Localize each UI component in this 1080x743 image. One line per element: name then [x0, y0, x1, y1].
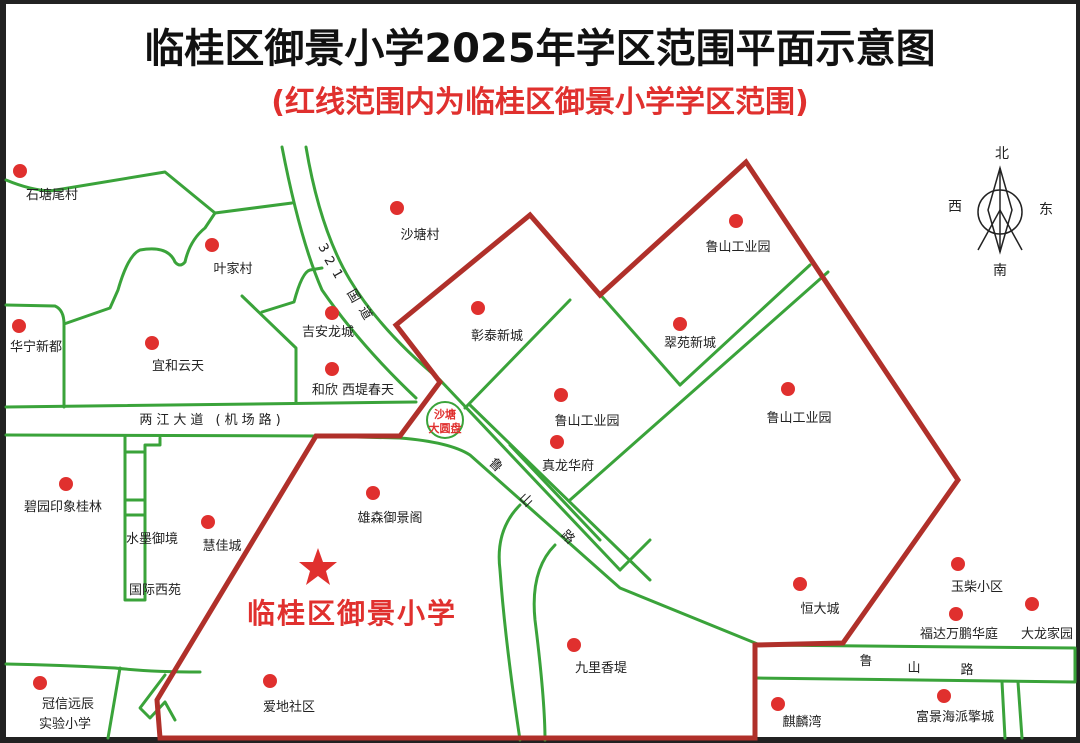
place-marker [550, 435, 564, 449]
place-marker [771, 697, 785, 711]
place-marker [1025, 597, 1039, 611]
place-marker [325, 362, 339, 376]
place-marker [325, 306, 339, 320]
place-markers [12, 164, 1039, 711]
road-label-lushan-char: 山 [907, 661, 920, 676]
place-label: 水墨御境 [126, 532, 178, 547]
place-label: 实验小学 [39, 716, 91, 732]
place-label: 鲁山工业园 [766, 411, 831, 426]
place-label: 福达万鹏华庭 [920, 626, 998, 642]
place-label: 华宁新都 [10, 339, 62, 355]
place-marker [729, 214, 743, 228]
road-label-lushan-char: 路 [558, 527, 579, 548]
road-label-321-char: 2 [320, 254, 337, 269]
place-label: 彰泰新城 [471, 328, 523, 344]
roundabout-label-2: 大圆盘 [429, 421, 462, 435]
place-label: 九里香堤 [575, 661, 627, 676]
place-label: 恒大城 [800, 602, 839, 617]
place-marker [781, 382, 795, 396]
place-label: 叶家村 [213, 261, 252, 277]
compass-south: 南 [993, 263, 1007, 279]
star-icon [299, 548, 337, 585]
road-network [4, 145, 1077, 742]
place-marker [366, 486, 380, 500]
place-marker [951, 557, 965, 571]
school-label: 临桂区御景小学 [247, 597, 457, 630]
place-marker [471, 301, 485, 315]
place-label: 宜和云天 [152, 359, 204, 374]
place-label: 碧园印象桂林 [24, 500, 102, 515]
place-marker [263, 674, 277, 688]
place-label: 冠信远辰 [42, 697, 94, 712]
place-label: 翠苑新城 [664, 335, 716, 351]
roundabout-label-1: 沙塘 [434, 407, 456, 421]
place-label: 麒麟湾 [782, 714, 821, 730]
place-label: 和欣 西堤春天 [312, 383, 394, 398]
compass-north: 北 [995, 146, 1009, 162]
place-label: 吉安龙城 [302, 325, 354, 340]
place-marker [949, 607, 963, 621]
map-title: 临桂区御景小学2025年学区范围平面示意图 [144, 26, 935, 72]
roundabout: 沙塘 大圆盘 [426, 401, 464, 439]
road-label-liangjiang: 两江大道 (机场路) [139, 412, 284, 428]
place-label: 鲁山工业园 [705, 240, 770, 255]
place-marker [673, 317, 687, 331]
road-label-321-char: 道 [355, 304, 374, 323]
place-label: 沙塘村 [400, 227, 439, 243]
road-label-lushan-char: 鲁 [859, 654, 872, 669]
map-subtitle: (红线范围内为临桂区御景小学学区范围) [271, 85, 808, 120]
place-marker [59, 477, 73, 491]
road-label-321-char: 3 [314, 241, 331, 256]
school-marker: 临桂区御景小学 [247, 548, 457, 630]
place-marker [390, 201, 404, 215]
place-label: 富景海派擎城 [916, 709, 994, 725]
place-label: 石塘尾村 [26, 187, 78, 203]
school-district-boundary [154, 158, 962, 741]
place-label: 鲁山工业园 [554, 414, 619, 429]
compass-east: 东 [1039, 202, 1053, 218]
place-labels: 石塘尾村 沙塘村 叶家村 华宁新都 宜和云天 吉安龙城 和欣 西堤春天 彰泰新城… [10, 187, 1073, 732]
place-marker [793, 577, 807, 591]
place-label: 大龙家园 [1021, 626, 1073, 642]
place-marker [567, 638, 581, 652]
place-marker [13, 164, 27, 178]
place-marker [554, 388, 568, 402]
place-label: 慧佳城 [202, 538, 241, 554]
place-marker [12, 319, 26, 333]
place-marker [145, 336, 159, 350]
road-label-321-char: 国 [343, 287, 362, 306]
place-marker [937, 689, 951, 703]
place-label: 玉柴小区 [951, 580, 1003, 595]
compass-needle-icon [977, 165, 1023, 255]
place-label: 雄森御景阁 [357, 511, 422, 526]
place-label: 真龙华府 [542, 459, 594, 474]
place-label: 爱地社区 [263, 699, 315, 715]
place-marker [33, 676, 47, 690]
road-label-321-char: 1 [328, 267, 345, 282]
place-marker [201, 515, 215, 529]
place-marker [205, 238, 219, 252]
road-label-lushan-char: 路 [960, 662, 973, 678]
compass-west: 西 [948, 199, 962, 215]
place-label: 国际西苑 [129, 583, 181, 598]
compass: 北 西 东 南 [948, 146, 1053, 279]
